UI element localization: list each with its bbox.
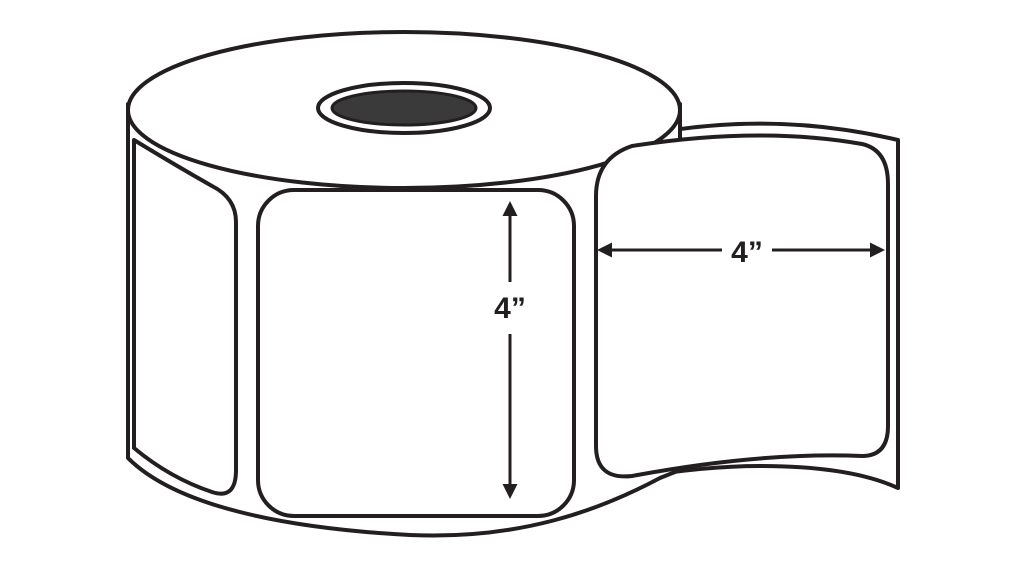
roll-core-hole [330,89,478,127]
side-label-left [132,138,238,496]
width-dimension-label: 4” [731,236,763,269]
height-dimension-label: 4” [494,292,526,325]
unrolled-label [594,133,890,479]
front-label [256,188,576,518]
